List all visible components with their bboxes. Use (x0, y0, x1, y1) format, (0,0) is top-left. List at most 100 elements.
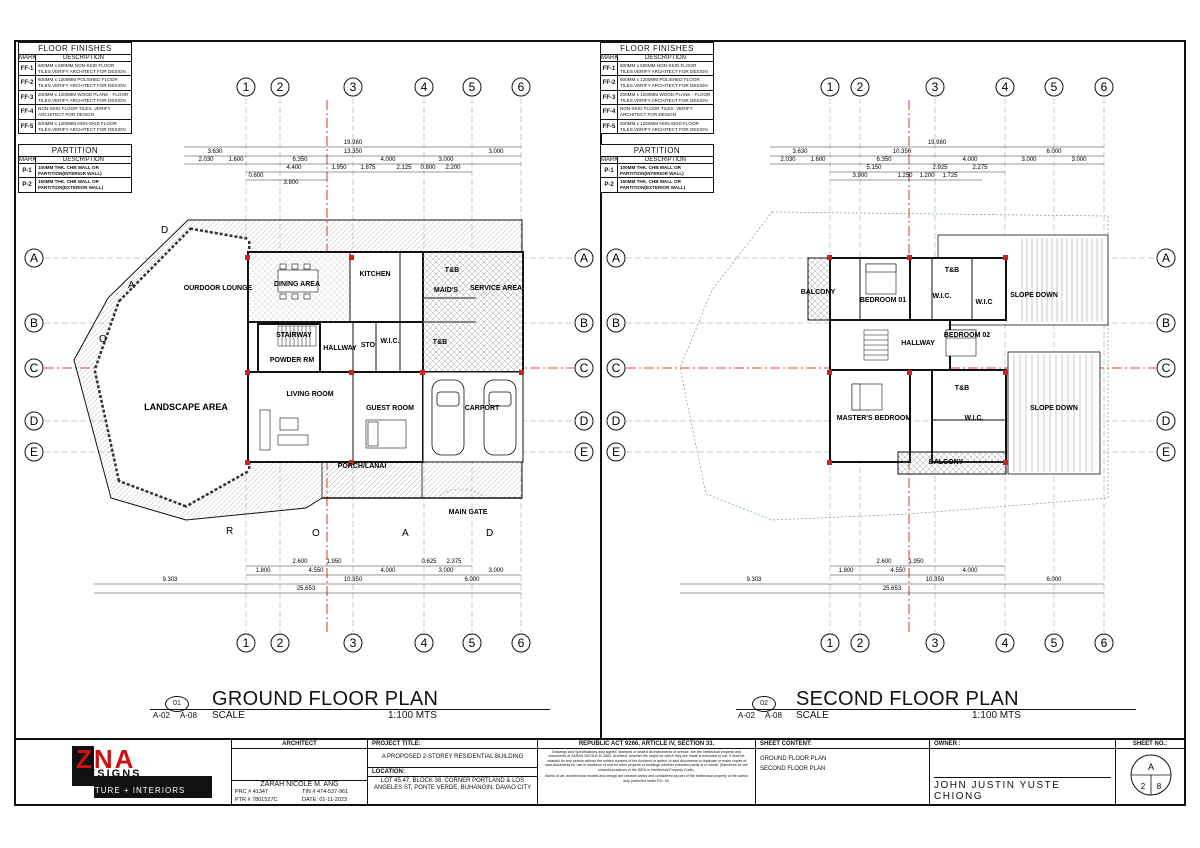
sheet-no-header: SHEET NO.: (1116, 740, 1184, 749)
svg-text:1.200: 1.200 (919, 173, 935, 179)
room-balcony2: BALCONY (929, 459, 964, 466)
grid-row-label: C (580, 361, 589, 375)
partition-desc: 100MM THK. CHB WALL OR PARTITION(INTERIO… (620, 165, 684, 176)
project-title: A PROPOSED 2-STOREY RESIDENTIAL BUILDING (381, 754, 524, 760)
svg-text:2.600: 2.600 (876, 559, 892, 565)
grid-col-label: 3 (350, 80, 357, 94)
project-header: PROJECT TITLE: (368, 740, 537, 749)
svg-text:2.275: 2.275 (972, 165, 988, 171)
grid-col-label: 3 (350, 636, 357, 650)
svg-text:3.630: 3.630 (792, 149, 808, 155)
partition-title: PARTITION (19, 145, 131, 157)
svg-text:4.550: 4.550 (890, 568, 906, 574)
svg-text:25.653: 25.653 (883, 586, 902, 592)
logo-block (72, 746, 94, 786)
title-underline (150, 709, 550, 710)
scale-label: SCALE (796, 710, 829, 721)
finish-desc: 600MM x 1200MM NON-SKID FLOOR TILES.VERI… (38, 120, 126, 132)
project-box: PROJECT TITLE: A PROPOSED 2-STOREY RESID… (368, 740, 538, 806)
svg-text:3.900: 3.900 (852, 173, 868, 179)
floor-finishes-title: FLOOR FINISHES (601, 43, 713, 55)
svg-text:5.150: 5.150 (866, 165, 882, 171)
grid-row-label: C (30, 361, 39, 375)
brand-name: ZNA (76, 744, 136, 774)
owner-header: OWNER : (930, 740, 1115, 749)
brand-box: ZNA DESIGNS ARCHITECTURE + INTERIORS (16, 740, 232, 806)
partition-desc: 100MM THK. CHB WALL OR PARTITION(INTERIO… (38, 165, 102, 176)
grid-col-label: 4 (421, 636, 428, 650)
svg-text:2.030: 2.030 (198, 157, 214, 163)
svg-text:A: A (1162, 251, 1170, 265)
grid-row-label: E (30, 445, 38, 459)
room-master: MASTER'S BEDROOM (837, 415, 912, 422)
room-dining: DINING AREA (274, 281, 320, 288)
svg-text:2.030: 2.030 (780, 157, 796, 163)
svg-text:1: 1 (827, 80, 834, 94)
partition-mark: P-2 (19, 178, 36, 192)
svg-text:5: 5 (1051, 80, 1058, 94)
svg-text:1.950: 1.950 (908, 559, 924, 565)
svg-text:3: 3 (932, 636, 939, 650)
partition-title: PARTITION (601, 145, 713, 157)
svg-text:3: 3 (932, 80, 939, 94)
room-hallway: HALLWAY (901, 340, 935, 347)
room-gate: MAIN GATE (449, 509, 488, 516)
room-bedroom2: BEDROOM 02 (944, 332, 990, 339)
room-powder: POWDER RM (270, 357, 315, 364)
scale-value: 1:100 MTS (972, 710, 1021, 721)
partition-mark: P-1 (19, 164, 36, 178)
grid-col-label: 6 (518, 80, 525, 94)
owner-name: JOHN JUSTIN YUSTE CHIONG (934, 777, 1111, 802)
room-outdoor-lounge: OURDOOR LOUNGE (184, 285, 253, 292)
second-floor-plan: 1 2 3 4 5 6 1 2 3 4 5 6 A B C D E A B C … (606, 77, 1176, 653)
room-tb2: T&B (955, 385, 969, 392)
grid-row-label: D (580, 414, 589, 428)
road-labels: R O A D D A O (99, 225, 493, 539)
ground-floor-plan: 1 2 3 4 5 6 1 2 3 4 5 6 A B C D E A B C … (24, 77, 594, 653)
location-header: LOCATION: (368, 766, 537, 777)
balcony-1 (807, 257, 831, 321)
grid-col-label: 5 (469, 80, 476, 94)
room-carport: CARPORT (465, 405, 500, 412)
svg-text:D: D (486, 528, 493, 539)
svg-text:O: O (312, 528, 320, 539)
tin-number: TIN # 474-537-961 (302, 789, 349, 795)
svg-text:2: 2 (857, 636, 864, 650)
plan-divider (600, 40, 602, 740)
room-tb-2: T&B (433, 339, 447, 346)
grid-row-label: A (580, 251, 588, 265)
svg-text:10.350: 10.350 (344, 577, 363, 583)
finish-mark: FF-2 (601, 76, 618, 90)
finish-mark: FF-1 (601, 62, 618, 76)
finish-desc: NON-SKID FLOOR TILES. VERIFY ARCHITECT F… (38, 106, 111, 118)
partition-desc: 150MM THK. CHB WALL OR PARTITION(EXTERIO… (38, 179, 104, 191)
room-guest: GUEST ROOM (366, 405, 414, 412)
svg-text:2.925: 2.925 (932, 165, 948, 171)
grid-col-label: 2 (277, 636, 284, 650)
finish-desc: 600MM x 1200MM POLISHED FLOOR TILES.VERI… (38, 77, 126, 89)
architect-name: ZARAH NICOLE M. ANG (232, 780, 367, 788)
room-labels: BALCONY BEDROOM 01 T&B W.I.C. W.I.C SLOP… (801, 267, 1078, 466)
room-wic3: W.I.C. (964, 415, 983, 422)
svg-text:9.303: 9.303 (162, 577, 178, 583)
prc-number: PRC # 41347 (235, 789, 269, 795)
mark-label: MARK (601, 55, 619, 61)
svg-text:6.350: 6.350 (292, 157, 308, 163)
sheet-num: 2 (1141, 782, 1146, 791)
ra-header: REPUBLIC ACT 9266, Article IV, Section 3… (538, 740, 755, 749)
columns (827, 255, 1008, 465)
finish-desc: 200MM x 1200MM WOOD PLANK - FLOOR TILES.… (620, 91, 711, 103)
grid-bubbles-bottom: 1 2 3 4 5 6 (236, 633, 531, 653)
description-label: DESCRIPTION (644, 55, 686, 61)
brand-tagline: ARCHITECTURE + INTERIORS (46, 786, 186, 795)
living-furniture (259, 409, 309, 451)
svg-text:0.625: 0.625 (421, 559, 437, 565)
svg-text:0.600: 0.600 (248, 173, 264, 179)
svg-text:6: 6 (1101, 80, 1108, 94)
svg-text:C: C (1162, 361, 1171, 375)
svg-text:B: B (612, 316, 620, 330)
title-underline (736, 709, 1136, 710)
floor-finishes-title: FLOOR FINISHES (19, 43, 131, 55)
grid-col-label: 4 (421, 80, 428, 94)
